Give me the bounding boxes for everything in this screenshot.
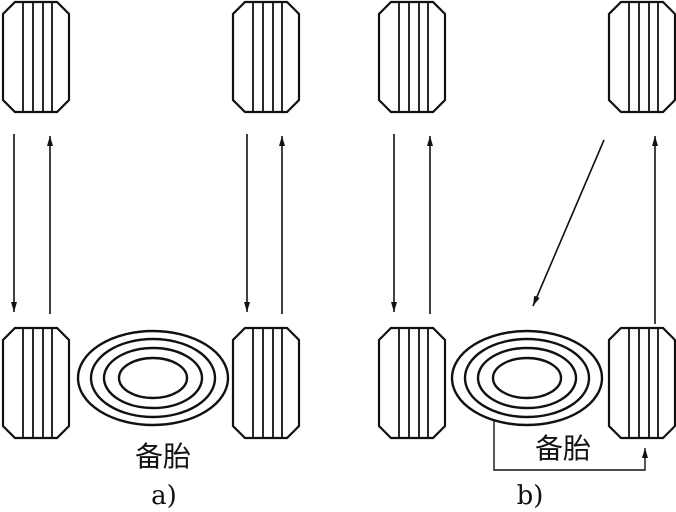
spare-tire-icon bbox=[450, 329, 604, 427]
tire-icon bbox=[607, 326, 676, 440]
tire-icon bbox=[377, 326, 447, 440]
panel-caption: a) bbox=[151, 481, 177, 511]
spare-to-tire-bracket bbox=[493, 420, 648, 471]
panel-a: 备胎 a) bbox=[1, 0, 301, 511]
tire-icon bbox=[377, 0, 447, 114]
tire-icon bbox=[231, 326, 301, 440]
tire-icon bbox=[1, 0, 71, 114]
spare-tire-label: 备胎 bbox=[135, 440, 191, 473]
panel-caption: b) bbox=[517, 481, 544, 511]
spare-tire-icon bbox=[76, 329, 230, 427]
spare-tire-label: 备胎 bbox=[535, 432, 591, 465]
tire-icon bbox=[1, 326, 71, 440]
tire-icon bbox=[607, 0, 676, 114]
panel-b: 备胎 b) bbox=[377, 0, 676, 511]
tire-icon bbox=[231, 0, 301, 114]
arrow-icon bbox=[532, 139, 605, 307]
